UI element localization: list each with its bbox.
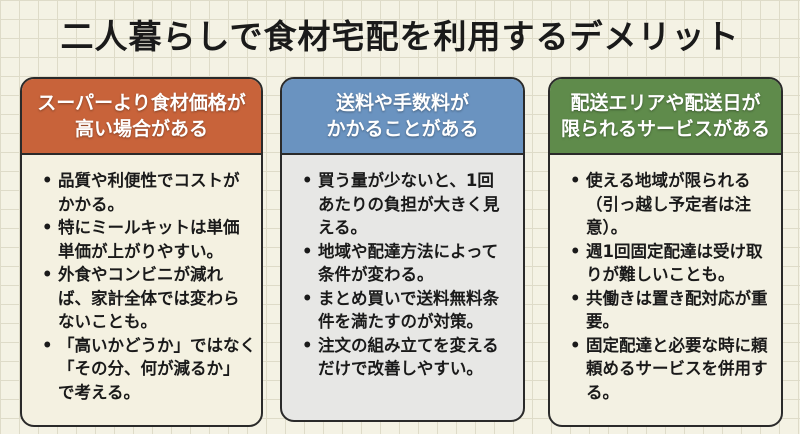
bullet-line: 注文の組み立てを変える: [318, 335, 499, 355]
bullet-line: 使える地域が限られる: [586, 171, 751, 190]
bullet-line: 要。: [586, 312, 619, 331]
bullet-line: まとめ買いで送料無料条: [318, 288, 500, 308]
bullet-line: ば、家計全体では変わら: [58, 288, 240, 308]
bullet-line: 「高いかどうか」ではなく: [58, 335, 256, 355]
bullet-line: 週1回固定配達は受け取: [586, 241, 763, 261]
card-heading-line: 送料や手数料が: [335, 92, 469, 114]
bullet-line: 買う量が少ないと、1回: [318, 171, 494, 190]
card-heading: 送料や手数料がかかることがある: [282, 79, 523, 155]
bullet-line: 品質や利便性でコストが: [58, 171, 240, 190]
card-shipping-fees: 送料や手数料がかかることがある買う量が少ないと、1回あたりの負担が大きく見える。…: [280, 77, 525, 422]
bullet-line: 頼めるサービスを併用す: [586, 359, 768, 378]
bullet-line: かかる。: [58, 194, 124, 214]
card-heading: 配送エリアや配送日が限られるサービスがある: [550, 79, 781, 155]
bullet-line: 特にミールキットは単価: [58, 218, 240, 237]
card-heading: スーパーより食材価格が高い場合がある: [22, 79, 261, 155]
bullet-line: で考える。: [58, 382, 141, 402]
card-heading-line: 配送エリアや配送日が: [570, 92, 761, 114]
bullet-line: る。: [586, 382, 619, 402]
bullet-line: だけで改善しやすい。: [318, 359, 483, 378]
bullet-list: 品質や利便性でコストがかかる。特にミールキットは単価単価が上がりやすい。外食やコ…: [22, 155, 261, 404]
bullet-line: 外食やコンビニが減れ: [58, 265, 223, 284]
bullet-line: ないことも。: [58, 312, 157, 331]
card-limited-delivery-area: 配送エリアや配送日が限られるサービスがある使える地域が限られる （引っ越し予定者は…: [548, 77, 783, 427]
bullet-line: 意）。: [586, 218, 628, 237]
card-heading-line: かかることがある: [326, 118, 479, 140]
card-heading-line: 限られるサービスがある: [560, 118, 770, 140]
bullet-line: 固定配達と必要な時に頼: [586, 335, 768, 355]
card-heading-line: スーパーより食材価格が: [37, 92, 246, 114]
card-heading-line: 高い場合がある: [74, 118, 208, 140]
bullet-line: 共働きは置き配対応が重: [586, 288, 768, 308]
bullet-line: （引っ越し予定者は注: [586, 194, 751, 214]
bullet-line: える。: [318, 218, 368, 237]
bullet-list: 使える地域が限られる （引っ越し予定者は注意）。週1回固定配達は受け取りが難しいこ…: [550, 155, 781, 404]
bullet-item: 「高いかどうか」ではなく「その分、何が減るか」で考える。: [42, 334, 256, 405]
bullet-line: あたりの負担が大きく見: [318, 194, 500, 214]
card-higher-food-price: スーパーより食材価格が高い場合がある品質や利便性でコストがかかる。特にミールキッ…: [20, 77, 263, 427]
page-title: 二人暮らしで食材宅配を利用するデメリット: [60, 17, 740, 56]
bullet-line: 単価が上がりやすい。: [58, 241, 223, 261]
bullet-list: 買う量が少ないと、1回あたりの負担が大きく見える。地域や配達方法によって条件が変…: [282, 155, 523, 381]
bullet-line: りが難しいことも。: [586, 265, 735, 284]
bullet-line: 条件が変わる。: [318, 265, 434, 284]
bullet-line: 「その分、何が減るか」: [58, 359, 240, 378]
bullet-line: 件を満たすのが対策。: [318, 312, 483, 331]
bullet-line: 地域や配達方法によって: [318, 241, 499, 261]
